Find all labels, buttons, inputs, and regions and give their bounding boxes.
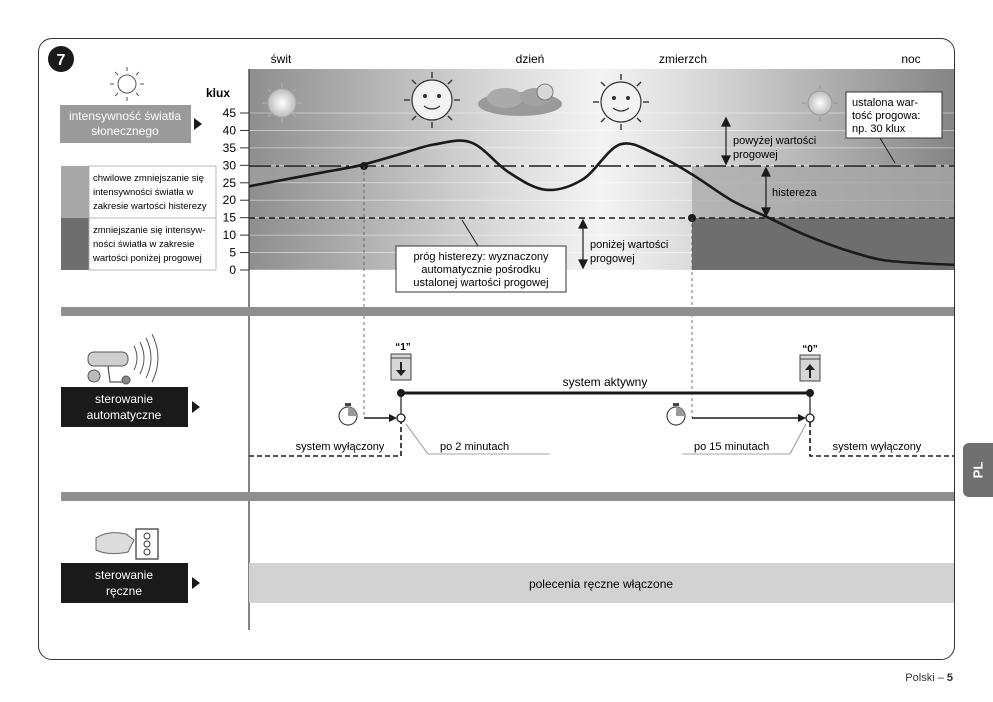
separator-top	[61, 307, 954, 316]
auto-label-line1: sterowanie	[95, 392, 153, 406]
above-note-line1: powyżej wartości	[733, 135, 816, 147]
delay-off-pointer	[789, 423, 807, 455]
threshold-note-line1: ustalona war-	[852, 97, 918, 109]
y-tick-label: 40	[223, 123, 237, 137]
sun-icon	[262, 83, 302, 123]
legend-hysteresis-line2: intensywności światła w	[93, 187, 193, 198]
sun-label-line1: intensywność światła	[69, 109, 181, 123]
language-tab: PL	[963, 443, 993, 497]
below-note-line1: poniżej wartości	[590, 239, 668, 251]
timer-icon	[338, 403, 358, 426]
system-off-right-line	[809, 422, 954, 457]
shutter-down-icon	[390, 353, 412, 381]
cloud-icon	[478, 83, 562, 116]
delay-on-label: po 2 minutach	[440, 441, 509, 453]
period-day: dzień	[516, 52, 545, 66]
legend-hysteresis-swatch	[61, 166, 89, 218]
footer-page-number: 5	[946, 672, 953, 684]
above-note-line2: progowej	[733, 149, 778, 161]
figure-number: 7	[57, 52, 66, 69]
sun-icon	[802, 85, 838, 121]
play-arrow-icon	[194, 118, 202, 130]
sun-icon	[593, 74, 649, 130]
threshold-note-line2: tość progowa:	[852, 110, 920, 122]
auto-label-line2: automatyczne	[87, 408, 162, 422]
hysteresis-arrow	[761, 166, 771, 218]
timer-icon	[666, 403, 686, 426]
hysteresis-threshold-line3: ustalonej wartości progowej	[413, 277, 548, 289]
y-tick-label: 25	[223, 176, 237, 190]
y-tick-label: 5	[229, 246, 236, 260]
system-off-left-label: system wyłączony	[296, 441, 385, 453]
auto-label-box	[61, 387, 188, 427]
legend-below-line2: ności światła w zakresie	[93, 239, 194, 250]
on-delay-arrowhead	[389, 414, 397, 422]
legend-hysteresis-line1: chwilowe zmniejszanie się	[93, 173, 204, 184]
off-delay-arrowhead	[798, 414, 806, 422]
manual-label-line2: ręczne	[106, 584, 142, 598]
y-tick-label: 20	[223, 193, 237, 207]
y-tick-label: 15	[223, 211, 237, 225]
hysteresis-threshold-note-box	[395, 245, 567, 293]
sensor-icon	[87, 333, 159, 385]
period-dawn: świt	[271, 52, 292, 66]
legend-below-swatch	[61, 218, 89, 270]
legend-below-line1: zmniejszanie się intensyw-	[93, 225, 205, 236]
figure-frame	[38, 38, 955, 660]
legend-below-box	[88, 217, 217, 271]
delay-off-label: po 15 minutach	[694, 441, 769, 453]
y-tick-label: 30	[223, 158, 237, 172]
below-zone	[692, 218, 954, 270]
hysteresis-zone	[692, 166, 954, 218]
system-off-left-line	[249, 422, 402, 457]
manual-label-line1: sterowanie	[95, 568, 153, 582]
hysteresis-threshold-line1: próg histerezy: wyznaczony	[413, 251, 549, 263]
hysteresis-threshold-pointer	[461, 219, 479, 247]
shutter-up-icon	[799, 354, 821, 382]
threshold-note-pointer	[879, 137, 896, 164]
sun-icon	[404, 72, 460, 128]
period-night: noc	[901, 52, 920, 66]
sun-label-line2: słonecznego	[91, 124, 159, 138]
hysteresis-threshold-line2: automatycznie pośrodku	[421, 264, 540, 276]
above-threshold-arrow	[721, 116, 731, 166]
marker-on-label: “1”	[395, 342, 411, 353]
language-tab-label: PL	[970, 461, 986, 479]
hysteresis-zone-dawn	[249, 166, 364, 188]
sun-outline-icon	[110, 67, 144, 101]
y-tick-label: 35	[223, 141, 237, 155]
y-axis-ticks: 45 40 35 30 25 20 15 10 5 0	[223, 106, 249, 277]
play-arrow-icon	[192, 577, 200, 589]
figure-number-badge	[48, 46, 74, 72]
legend-hysteresis-line3: zakresie wartości histerezy	[93, 201, 207, 212]
legend-hysteresis-box	[88, 165, 217, 219]
separator-middle	[61, 492, 954, 501]
threshold-note-line3: np. 30 klux	[852, 123, 906, 135]
y-tick-label: 10	[223, 228, 237, 242]
system-off-right-label: system wyłączony	[833, 441, 922, 453]
sun-label-box	[60, 105, 191, 143]
below-note-line2: progowej	[590, 253, 635, 265]
y-tick-label: 0	[229, 263, 236, 277]
manual-enabled-bar	[249, 563, 954, 603]
axis-unit: klux	[206, 86, 230, 100]
manual-label-box	[61, 563, 188, 603]
play-arrow-icon	[192, 401, 200, 413]
threshold-note-box	[845, 91, 943, 139]
footer-language: Polski	[905, 672, 935, 684]
below-threshold-arrow	[578, 218, 588, 270]
manual-enabled-label: polecenia ręczne włączone	[529, 577, 673, 591]
on-switch-point	[396, 413, 406, 423]
y-tick-label: 45	[223, 106, 237, 120]
marker-off-label: “0”	[802, 344, 818, 355]
system-active-label: system aktywny	[563, 375, 648, 389]
period-dusk: zmierzch	[659, 52, 707, 66]
legend-below-line3: wartości poniżej progowej	[92, 253, 202, 264]
hysteresis-note: histereza	[772, 187, 818, 199]
delay-on-pointer	[405, 423, 429, 455]
hand-remote-icon	[95, 528, 159, 560]
page-footer: Polski – 5	[905, 672, 953, 684]
off-switch-point	[805, 413, 815, 423]
